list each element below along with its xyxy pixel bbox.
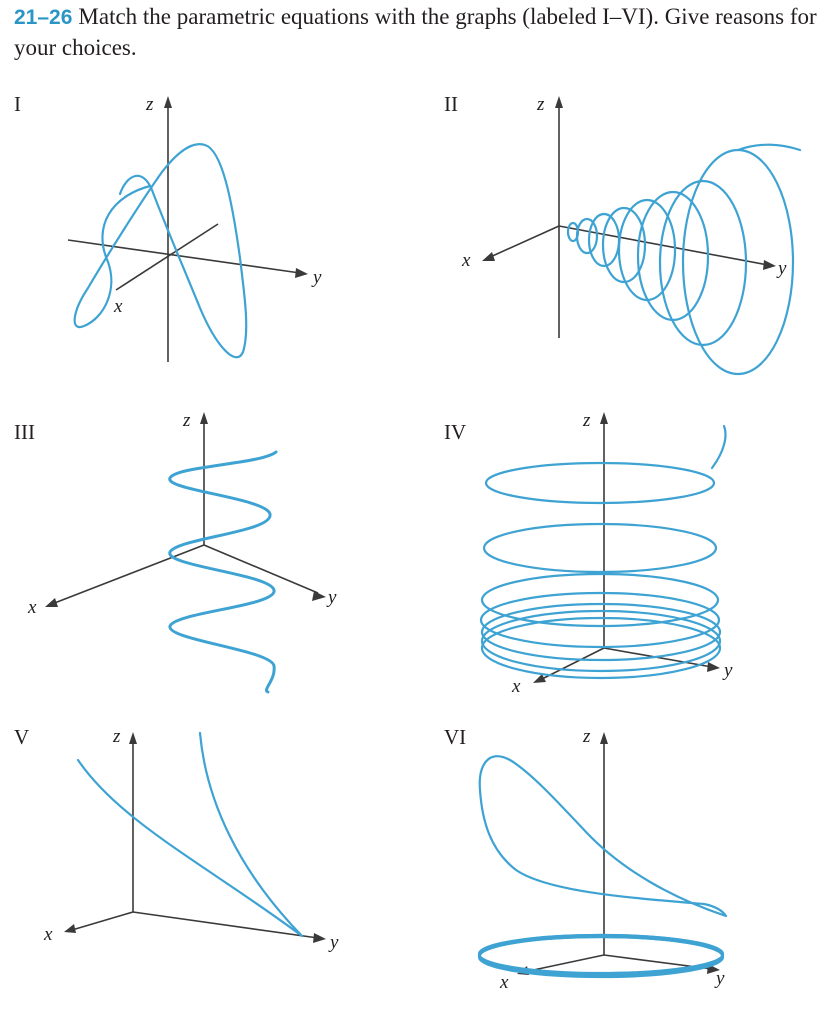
graph-iv: z y x <box>479 410 733 697</box>
graph-i-curve <box>73 143 248 359</box>
graph-iii-x-label: x <box>27 597 37 618</box>
graph-v: z y x <box>43 726 339 953</box>
graph-iv-z-arrow <box>600 412 608 424</box>
graph-iii-z-arrow <box>200 412 208 424</box>
graph-ii-z-label: z <box>536 94 545 115</box>
graph-iii-x-axis <box>51 544 205 605</box>
graph-ii-y-label: y <box>776 258 787 279</box>
graph-ii-loop-7 <box>658 179 748 347</box>
graph-i-y-label: y <box>311 267 322 288</box>
graph-v-curve-right <box>198 731 304 938</box>
graph-v-z-arrow <box>129 732 137 744</box>
graph-i: z y x <box>67 94 322 362</box>
graph-ii-x-label: x <box>461 250 471 271</box>
graph-i-x-label: x <box>113 296 123 317</box>
graph-iii-curve <box>168 450 278 694</box>
graph-ii-z-arrow <box>555 96 563 108</box>
graph-vi-y-label: y <box>714 968 725 989</box>
panel-label-vi: VI <box>444 725 467 749</box>
problem-number: 21–26 <box>14 6 73 29</box>
graph-i-z-arrow <box>164 96 172 108</box>
graph-vi-curve-loop <box>478 755 728 918</box>
graph-ii-loop-4 <box>601 206 647 284</box>
graph-ii-loop-6 <box>636 190 710 322</box>
panel-label-v: V <box>14 725 30 749</box>
graph-iv-z-label: z <box>582 410 591 431</box>
graph-iv-coil-5 <box>480 602 722 662</box>
graph-i-y-axis <box>67 239 301 274</box>
graph-ii-loop-8 <box>681 148 795 376</box>
graph-vi-z-label: z <box>582 726 591 747</box>
graph-ii-loop-2 <box>575 217 599 255</box>
graph-v-y-axis <box>132 911 319 939</box>
graph-v-curve-left <box>76 758 304 938</box>
graph-vi-curve-ring <box>477 933 725 979</box>
graph-ii-x-axis <box>487 225 560 259</box>
graph-vi-z-arrow <box>600 732 608 744</box>
graph-vi-x-label: x <box>499 972 509 993</box>
graph-iii-y-label: y <box>326 587 337 608</box>
graph-iii-y-arrow <box>312 591 326 601</box>
graph-i-x-axis <box>115 223 219 291</box>
graph-v-x-arrow <box>64 924 76 933</box>
graph-v-y-label: y <box>328 932 339 953</box>
graph-ii: z y x <box>461 94 802 376</box>
panel-label-iv: IV <box>444 420 467 444</box>
graph-i-y-arrow <box>295 268 308 278</box>
graph-ii-y-axis <box>558 225 769 266</box>
panel-label-ii: II <box>444 92 458 116</box>
graph-iv-coil-7 <box>480 616 722 680</box>
graph-v-y-arrow <box>313 933 326 943</box>
graph-iii-x-arrow <box>45 598 58 607</box>
graph-iv-y-arrow <box>707 662 720 672</box>
graph-iv-tail <box>710 424 727 470</box>
graph-iv-x-arrow <box>533 674 546 683</box>
graph-iv-coil-3 <box>480 572 720 628</box>
graph-ii-curve <box>566 143 802 376</box>
problem-text: Match the parametric equations with the … <box>14 4 817 60</box>
graph-iv-coil-4 <box>479 591 721 649</box>
graph-ii-y-arrow <box>763 260 776 270</box>
graph-v-x-axis <box>71 911 134 931</box>
graph-iv-coil-2 <box>482 522 718 574</box>
graph-i-z-label: z <box>145 94 154 115</box>
graph-ii-x-arrow <box>482 252 495 261</box>
graph-vi: z y x <box>477 726 728 993</box>
graph-v-z-label: z <box>112 726 121 747</box>
graph-iii-y-axis <box>203 544 319 594</box>
graph-iv-coil-6 <box>480 609 722 673</box>
graph-vi-ring-4 <box>477 935 725 979</box>
graph-v-x-label: x <box>43 924 53 945</box>
panel-label-i: I <box>14 92 21 116</box>
graph-iii-z-label: z <box>182 410 191 431</box>
graph-ii-tail <box>736 143 802 152</box>
panel-label-iii: III <box>14 420 35 444</box>
graph-iv-x-label: x <box>511 676 521 697</box>
graph-iv-y-label: y <box>722 660 733 681</box>
graph-iv-coil-1 <box>484 461 716 505</box>
graph-iii: z y x <box>27 410 337 694</box>
graph-iv-curve <box>479 424 727 680</box>
